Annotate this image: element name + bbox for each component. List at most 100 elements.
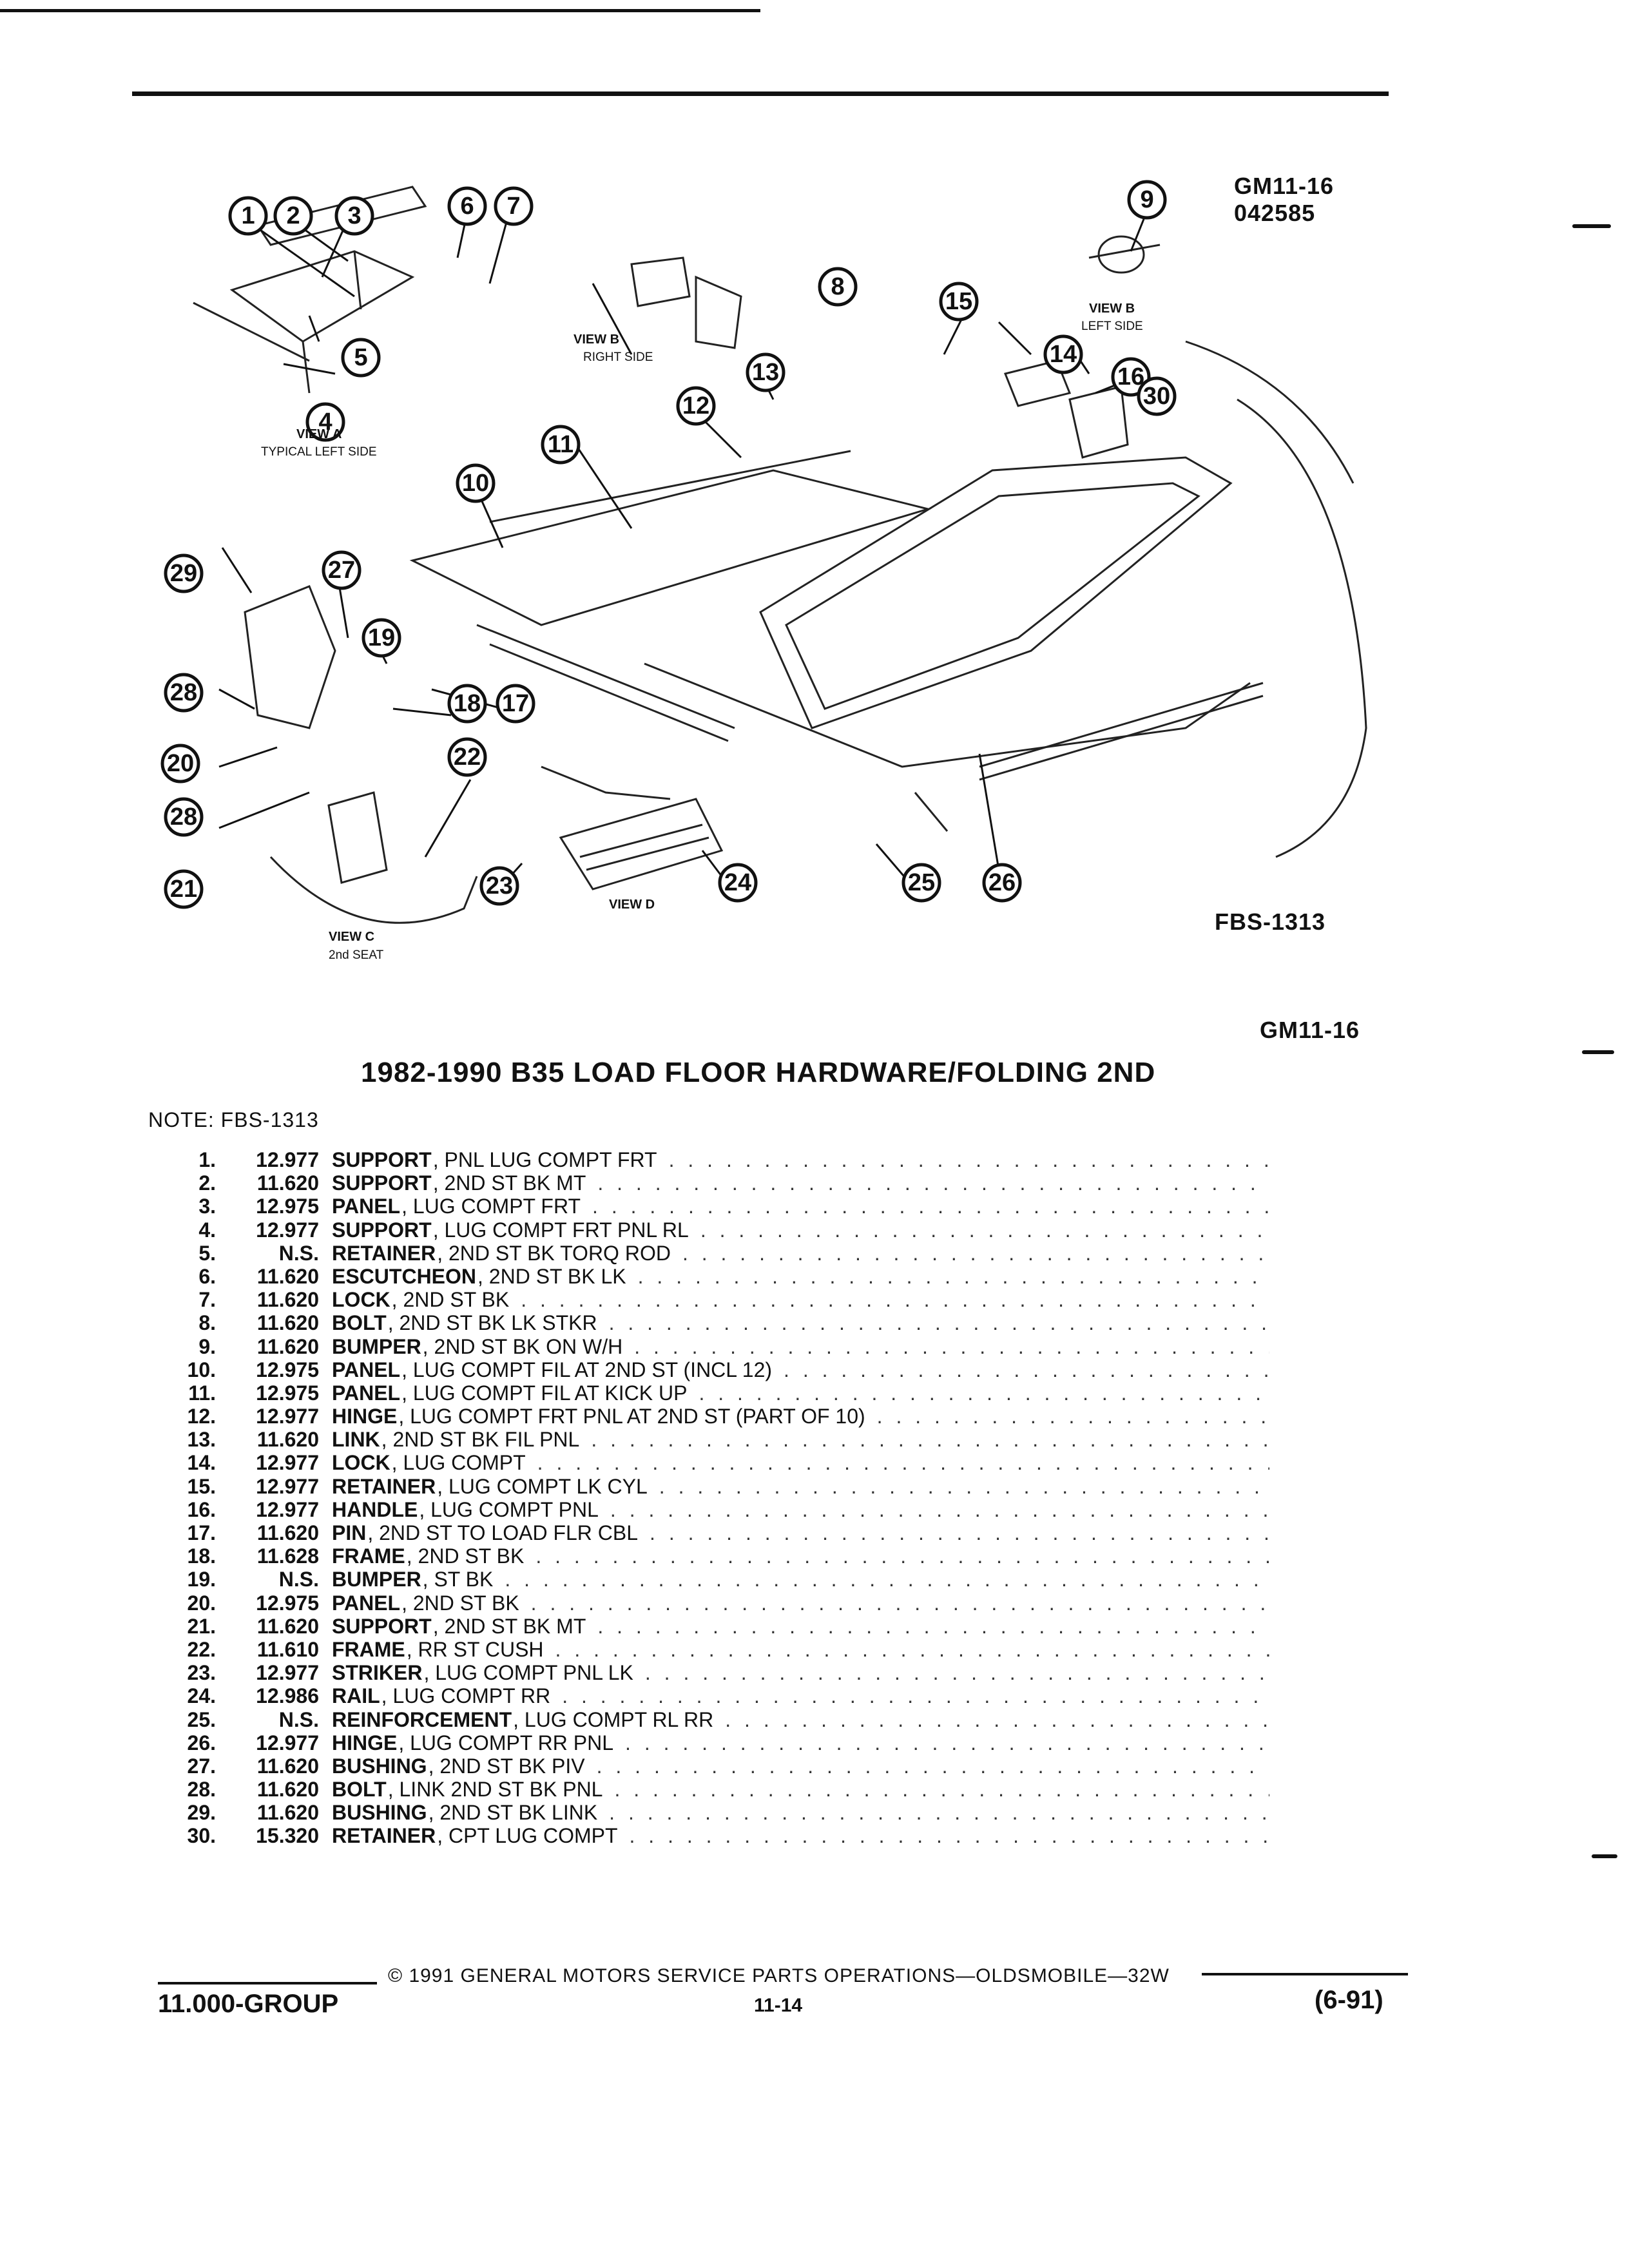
view-a-label: VIEW A bbox=[296, 427, 342, 441]
top-border-line bbox=[0, 9, 760, 12]
leader-dots: . . . . . . . . . . . . . . . . . . . . … bbox=[537, 1451, 1269, 1475]
part-description: , ST BK bbox=[422, 1568, 494, 1591]
part-number: 24. bbox=[187, 1684, 216, 1708]
svg-text:29: 29 bbox=[170, 560, 197, 587]
leader-dots: . . . . . . . . . . . . . . . . . . . . … bbox=[555, 1637, 1269, 1661]
part-description: , LUG COMPT RL RR bbox=[513, 1707, 714, 1731]
part-description: , 2ND ST TO LOAD FLR CBL bbox=[367, 1521, 639, 1544]
view-a-sub: TYPICAL LEFT SIDE bbox=[261, 445, 377, 459]
part-number: 17. bbox=[187, 1521, 216, 1544]
part-group-code: 12.975 bbox=[256, 1381, 319, 1405]
leader-dots: . . . . . . . . . . . . . . . . . . . . … bbox=[521, 1288, 1269, 1312]
part-description: , 2ND ST BK bbox=[406, 1544, 525, 1568]
part-group-code: 11.620 bbox=[256, 1311, 319, 1335]
view-b-right-label: VIEW B bbox=[574, 332, 619, 347]
part-group-code: 12.975 bbox=[256, 1358, 319, 1381]
part-group-code: 11.620 bbox=[256, 1264, 319, 1288]
leader-dots: . . . . . . . . . . . . . . . . . . . . … bbox=[535, 1544, 1269, 1568]
part-name: BUSHING bbox=[332, 1801, 427, 1825]
part-number: 7. bbox=[198, 1288, 216, 1312]
part-name: HINGE bbox=[332, 1731, 398, 1754]
part-name: BOLT bbox=[332, 1311, 387, 1335]
part-number: 25. bbox=[187, 1707, 216, 1731]
part-description: , 2ND ST BK bbox=[401, 1591, 519, 1615]
leader-dots: . . . . . . . . . . . . . . . . . . . . … bbox=[609, 1801, 1269, 1825]
leader-dots: . . . . . . . . . . . . . . . . . . . . … bbox=[591, 1428, 1269, 1452]
part-name: RETAINER bbox=[332, 1241, 436, 1265]
leader-dots: . . . . . . . . . . . . . . . . . . . . … bbox=[725, 1707, 1269, 1731]
svg-text:26: 26 bbox=[988, 869, 1016, 896]
part-number: 5. bbox=[198, 1241, 216, 1265]
part-name: SUPPORT bbox=[332, 1614, 432, 1638]
leader-dots: . . . . . . . . . . . . . . . . . . . . … bbox=[637, 1264, 1269, 1288]
svg-text:21: 21 bbox=[170, 876, 197, 903]
leader-dots: . . . . . . . . . . . . . . . . . . . . … bbox=[610, 1497, 1269, 1521]
svg-text:30: 30 bbox=[1143, 383, 1170, 410]
part-number: 29. bbox=[187, 1801, 216, 1825]
svg-text:20: 20 bbox=[167, 750, 194, 777]
part-description: , LUG COMPT RR bbox=[381, 1684, 551, 1708]
svg-text:5: 5 bbox=[354, 344, 367, 371]
footer-rule-right bbox=[1202, 1973, 1408, 1975]
part-number: 3. bbox=[198, 1195, 216, 1218]
svg-text:9: 9 bbox=[1140, 186, 1153, 213]
part-name: SUPPORT bbox=[332, 1218, 432, 1242]
part-group-code: 12.977 bbox=[256, 1661, 319, 1685]
part-description: , LUG COMPT FIL AT 2ND ST (INCL 12) bbox=[401, 1358, 773, 1381]
note: NOTE: FBS-1313 bbox=[148, 1108, 319, 1131]
parts-row: 25.N.S.REINFORCEMENT, LUG COMPT RL RR. .… bbox=[161, 1708, 1269, 1731]
part-group-code: 12.977 bbox=[256, 1451, 319, 1475]
header-rule bbox=[132, 91, 1389, 96]
part-group-code: 11.620 bbox=[256, 1778, 319, 1802]
part-number: 30. bbox=[187, 1824, 216, 1848]
part-name: RETAINER bbox=[332, 1824, 436, 1848]
svg-text:12: 12 bbox=[682, 392, 709, 419]
part-name: LOCK bbox=[332, 1451, 390, 1475]
part-description: , LUG COMPT PNL LK bbox=[423, 1661, 633, 1685]
part-name: PANEL bbox=[332, 1591, 401, 1615]
part-number: 15. bbox=[187, 1474, 216, 1498]
part-name: HANDLE bbox=[332, 1497, 418, 1521]
part-description: , 2ND ST BK MT bbox=[432, 1614, 586, 1638]
svg-text:23: 23 bbox=[486, 872, 513, 899]
part-number: 6. bbox=[198, 1264, 216, 1288]
part-name: FRAME bbox=[332, 1637, 405, 1661]
part-group-code: 11.610 bbox=[256, 1637, 319, 1661]
parts-row: 19.N.S.BUMPER, ST BK. . . . . . . . . . … bbox=[161, 1568, 1269, 1591]
part-number: 13. bbox=[187, 1428, 216, 1452]
part-description: , LUG COMPT FRT PNL AT 2ND ST (PART OF 1… bbox=[398, 1405, 865, 1428]
part-description: , 2ND ST BK LK bbox=[477, 1264, 626, 1288]
leader-dots: . . . . . . . . . . . . . . . . . . . . … bbox=[592, 1195, 1269, 1218]
part-number: 27. bbox=[187, 1754, 216, 1778]
part-description: , 2ND ST BK FIL PNL bbox=[381, 1428, 580, 1452]
part-description: , LINK 2ND ST BK PNL bbox=[387, 1778, 603, 1802]
part-name: SUPPORT bbox=[332, 1171, 432, 1195]
part-name: FRAME bbox=[332, 1544, 405, 1568]
part-description: , 2ND ST BK PIV bbox=[428, 1754, 585, 1778]
part-group-code: N.S. bbox=[278, 1241, 319, 1265]
svg-text:8: 8 bbox=[831, 273, 844, 300]
part-description: , PNL LUG COMPT FRT bbox=[432, 1148, 657, 1171]
svg-text:19: 19 bbox=[368, 624, 395, 651]
svg-text:1: 1 bbox=[241, 202, 255, 229]
part-description: , RR ST CUSH bbox=[406, 1637, 544, 1661]
view-c-label: VIEW C bbox=[329, 930, 374, 944]
leader-dots: . . . . . . . . . . . . . . . . . . . . … bbox=[614, 1778, 1269, 1802]
part-name: RETAINER bbox=[332, 1474, 436, 1498]
part-description: , 2ND ST BK ON W/H bbox=[422, 1334, 623, 1358]
leader-dots: . . . . . . . . . . . . . . . . . . . . … bbox=[625, 1731, 1269, 1754]
date-code: (6-91) bbox=[1315, 1986, 1383, 2014]
part-number: 12. bbox=[187, 1405, 216, 1428]
svg-text:7: 7 bbox=[506, 193, 520, 220]
